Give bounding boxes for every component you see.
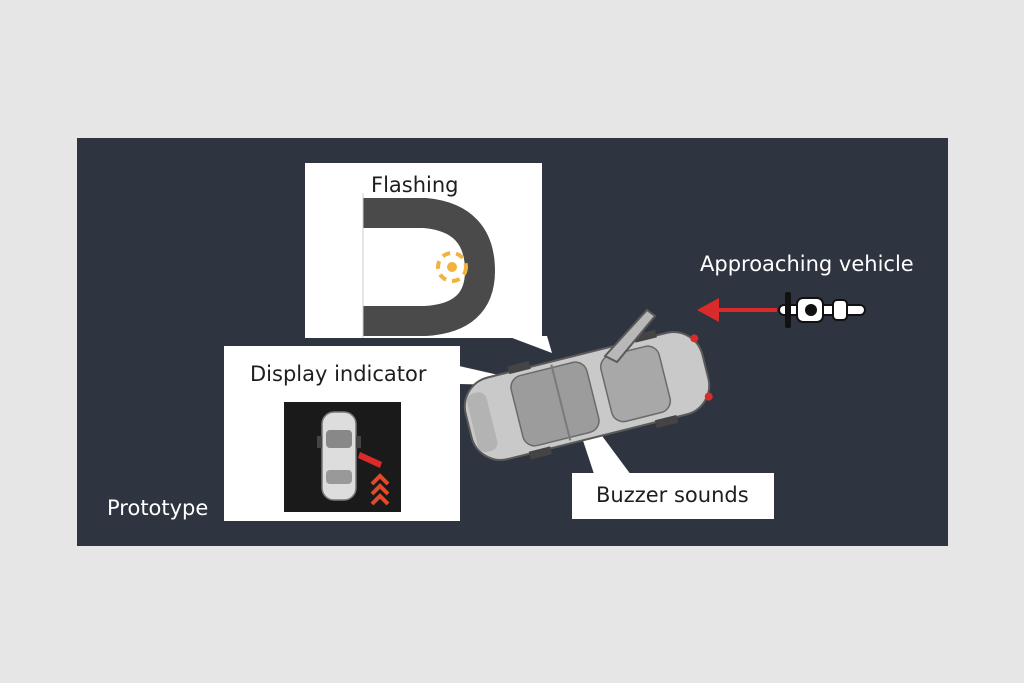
diagram-graphics	[459, 292, 866, 483]
display-indicator-panel: Display indicator	[224, 346, 460, 521]
flashing-label: Flashing	[371, 173, 459, 197]
door-warning-icon	[358, 452, 382, 468]
mirror-illustration	[362, 193, 496, 338]
buzzer-sounds-label: Buzzer sounds	[596, 483, 749, 507]
approaching-vehicle-label: Approaching vehicle	[700, 252, 914, 276]
flashing-warning-icon	[436, 251, 468, 283]
prototype-label: Prototype	[107, 496, 209, 520]
indicator-screen-graphics	[317, 411, 390, 506]
motorcycle-icon	[778, 292, 866, 328]
left-arrow-icon	[697, 298, 777, 322]
open-door	[603, 308, 657, 364]
car-top-view-icon	[463, 329, 713, 461]
indicator-screen	[284, 402, 401, 512]
car-icon-small	[317, 411, 361, 501]
buzzer-sounds-panel: Buzzer sounds	[572, 473, 774, 519]
flashing-panel: Flashing	[305, 163, 542, 338]
flashing-callout-tail	[507, 336, 552, 353]
display-indicator-label: Display indicator	[250, 362, 427, 386]
approach-chevrons-icon	[370, 473, 390, 506]
diagram-scene: Flashing Approaching vehicle Display ind…	[77, 138, 948, 546]
